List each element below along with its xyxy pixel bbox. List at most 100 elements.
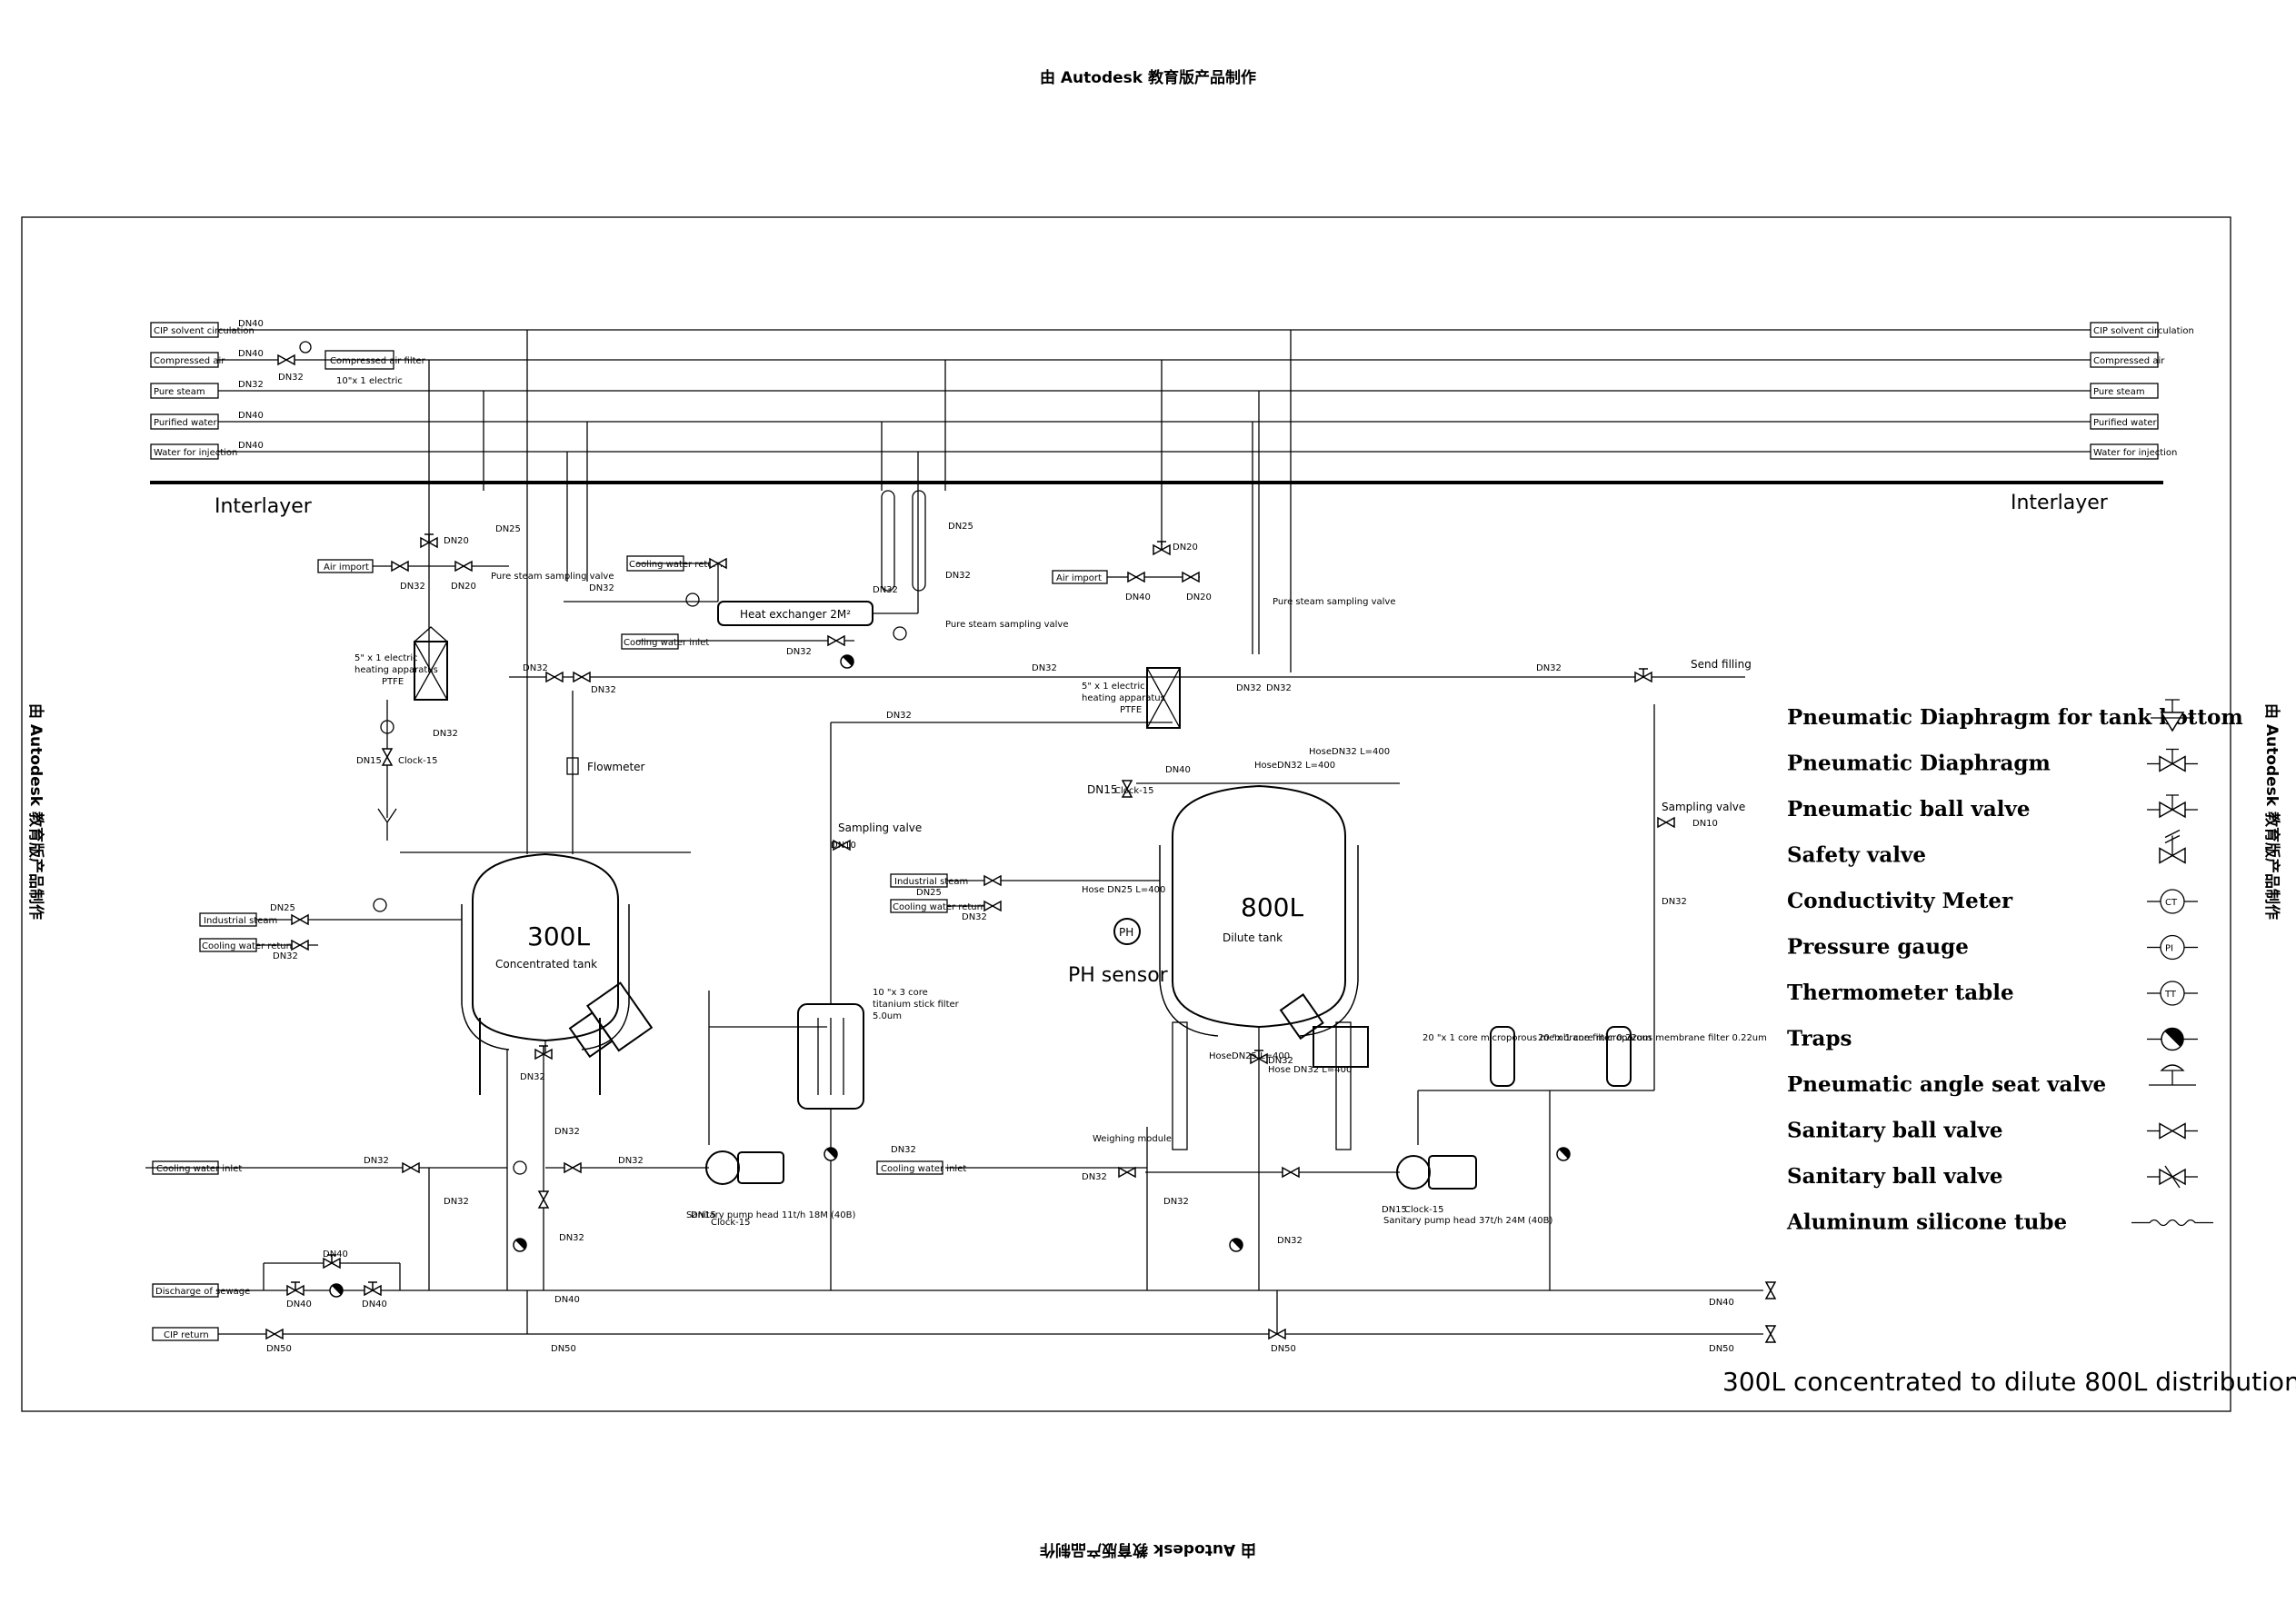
utility-tag-right: CIP solvent circulation — [2090, 322, 2194, 338]
right-pump-label: Sanitary pump head 37t/h 24M (40B) — [1383, 1216, 1552, 1226]
cip-return-valve-icon[interactable] — [265, 1329, 284, 1339]
feed-valve-left-icon[interactable] — [545, 672, 564, 682]
svg-text:DN32: DN32 — [873, 585, 898, 595]
industrial-steam-left-text: Industrial steam — [204, 916, 277, 926]
svg-text:DN32: DN32 — [1266, 683, 1292, 693]
cooling-water-inlet-tag-top — [621, 633, 679, 650]
legend-item-label: Traps — [1787, 1027, 1852, 1051]
legend-item: Pneumatic Diaphragm for tank bottom — [1787, 699, 2243, 732]
utility-tag-left-label: CIP solvent circulation — [154, 326, 255, 336]
svg-text:DN32: DN32 — [1268, 1056, 1293, 1066]
micro-filter-label-1: 20 "x 1 core microporous membrane filter… — [1423, 1033, 1652, 1043]
svg-text:Clock-15: Clock-15 — [398, 756, 438, 766]
cooling-inlet-mid-valve-icon[interactable] — [1118, 1167, 1136, 1178]
svg-text:DN32: DN32 — [962, 912, 987, 922]
safety-valve-icon — [2159, 829, 2186, 864]
svg-text:DN20: DN20 — [1173, 543, 1198, 553]
utility-tag-left-label: Compressed air — [154, 356, 225, 366]
drawing-frame — [21, 216, 2231, 1412]
utility-tag-right: Purified water — [2090, 413, 2159, 430]
svg-text:DN32: DN32 — [1662, 897, 1687, 907]
pneumatic-ball-valve-icon — [2147, 794, 2198, 819]
steam-sampling-tube-right — [912, 490, 926, 592]
legend-item: Sanitary ball valve — [1787, 1164, 2198, 1189]
cooling-inlet-top-text: Cooling water inlet — [624, 638, 709, 648]
cooling-inlet-left-valve-icon[interactable] — [402, 1162, 420, 1173]
cooling-water-return-tag-top — [626, 555, 684, 572]
hx-inlet-valve-icon[interactable] — [827, 635, 845, 646]
cooling-return-left-text: Cooling water return — [202, 941, 295, 951]
left-heater-drain-valve-icon[interactable] — [382, 748, 393, 766]
svg-text:Pure steam sampling valve: Pure steam sampling valve — [1273, 597, 1396, 607]
left-heater-ti — [380, 720, 394, 734]
legend-item-label: Sanitary ball valve — [1787, 1164, 2002, 1189]
svg-text:Hose DN32 L=400: Hose DN32 L=400 — [1268, 1065, 1352, 1075]
send-filling-valve-icon[interactable] — [1634, 668, 1652, 682]
discharge-valve-right-icon[interactable] — [364, 1281, 382, 1296]
legend-item-label: Pressure gauge — [1787, 935, 1969, 960]
dilute-agitator — [1279, 993, 1369, 1068]
right-steam-valve-icon[interactable] — [1182, 572, 1200, 582]
left-heating-apparatus — [414, 641, 448, 701]
utility-dn-label: DN32 — [238, 380, 264, 390]
svg-text:DN15: DN15 — [1087, 783, 1118, 796]
legend-item-label: Thermometer table — [1787, 981, 2014, 1005]
cooling-mid-valve-icon[interactable] — [983, 901, 1002, 911]
air-valve-icon[interactable] — [277, 354, 295, 365]
svg-text:Clock-15: Clock-15 — [1404, 1205, 1444, 1215]
hx-ti-right — [893, 626, 907, 641]
header-drops — [428, 330, 1292, 854]
legend-item-label: Conductivity Meter — [1787, 889, 2013, 913]
left-vertical-valve-icon[interactable] — [538, 1190, 549, 1209]
pump-inlet-left-valve-icon[interactable] — [564, 1162, 582, 1173]
titanium-stick-filter — [797, 722, 1173, 1290]
feed-valve-right-icon[interactable] — [573, 672, 591, 682]
air-import-left-text: Air import — [324, 563, 369, 573]
svg-text:DN32: DN32 — [520, 1072, 545, 1082]
svg-text:DN20: DN20 — [451, 582, 476, 592]
air-import-right-valve-icon[interactable] — [1127, 572, 1145, 582]
legend-item-label: Sanitary ball valve — [1787, 1119, 2002, 1143]
utility-dn-label: DN40 — [238, 411, 264, 421]
svg-text:DN40: DN40 — [1165, 765, 1191, 775]
sampling-valve-left-label: Sampling valve — [838, 821, 922, 834]
cooling-return-top-text: Cooling water return — [629, 560, 723, 570]
svg-text:Clock-15: Clock-15 — [1114, 786, 1154, 796]
utility-dn-label: DN40 — [238, 441, 264, 451]
bottom-headers — [218, 1262, 1763, 1335]
utility-dn-label: DN40 — [238, 349, 264, 359]
svg-text:DN32: DN32 — [891, 1145, 916, 1155]
svg-text:DN25: DN25 — [916, 888, 942, 898]
filter-right-trap-icon — [1556, 1144, 1573, 1161]
svg-text:Pure steam sampling valve: Pure steam sampling valve — [491, 572, 614, 582]
utility-tag-right: Pure steam — [2090, 383, 2159, 399]
heating-left-2: heating apparatus — [354, 665, 438, 675]
dn50-end-valve-icon[interactable] — [1765, 1325, 1776, 1343]
cooling-left-valve-icon[interactable] — [291, 940, 309, 951]
legend-item-label: Safety valve — [1787, 843, 1926, 868]
svg-text:DN25: DN25 — [948, 522, 973, 532]
watermark-top: 由 Autodesk 教育版产品制作 — [1040, 68, 1256, 87]
diaphragm-icon — [2147, 748, 2198, 772]
cooling-inlet-tag-left — [152, 1160, 219, 1175]
sampling-valve-right-icon[interactable] — [1657, 817, 1675, 828]
steam-left-valve-icon[interactable] — [291, 914, 309, 925]
micro-filter-label-2: 20 "x 1 core microporous membrane filter… — [1538, 1033, 1767, 1043]
filter-label-1: 10 "x 3 core — [873, 988, 928, 998]
air-import-left-valve-icon[interactable] — [391, 561, 409, 572]
pump-inlet-right-valve-icon[interactable] — [1282, 1167, 1300, 1178]
utility-tag-right-label: Water for injection — [2093, 448, 2177, 458]
discharge-valve-left-icon[interactable] — [286, 1281, 304, 1296]
dn40-end-valve-icon[interactable] — [1765, 1281, 1776, 1299]
utility-tag-left: Compressed air DN40 — [150, 349, 264, 368]
pure-steam-sampling-valve-icon[interactable] — [454, 561, 473, 572]
steam-mid-valve-icon[interactable] — [983, 875, 1002, 886]
cooling-return-mid-text: Cooling water return — [893, 902, 986, 912]
micro-filter-2 — [1606, 1026, 1632, 1087]
right-top-diaphragm-icon[interactable] — [1153, 541, 1171, 555]
drawing-title: 300L concentrated to dilute 800L distrib… — [1722, 1367, 2296, 1397]
air-dn32-label: DN32 — [278, 373, 304, 383]
